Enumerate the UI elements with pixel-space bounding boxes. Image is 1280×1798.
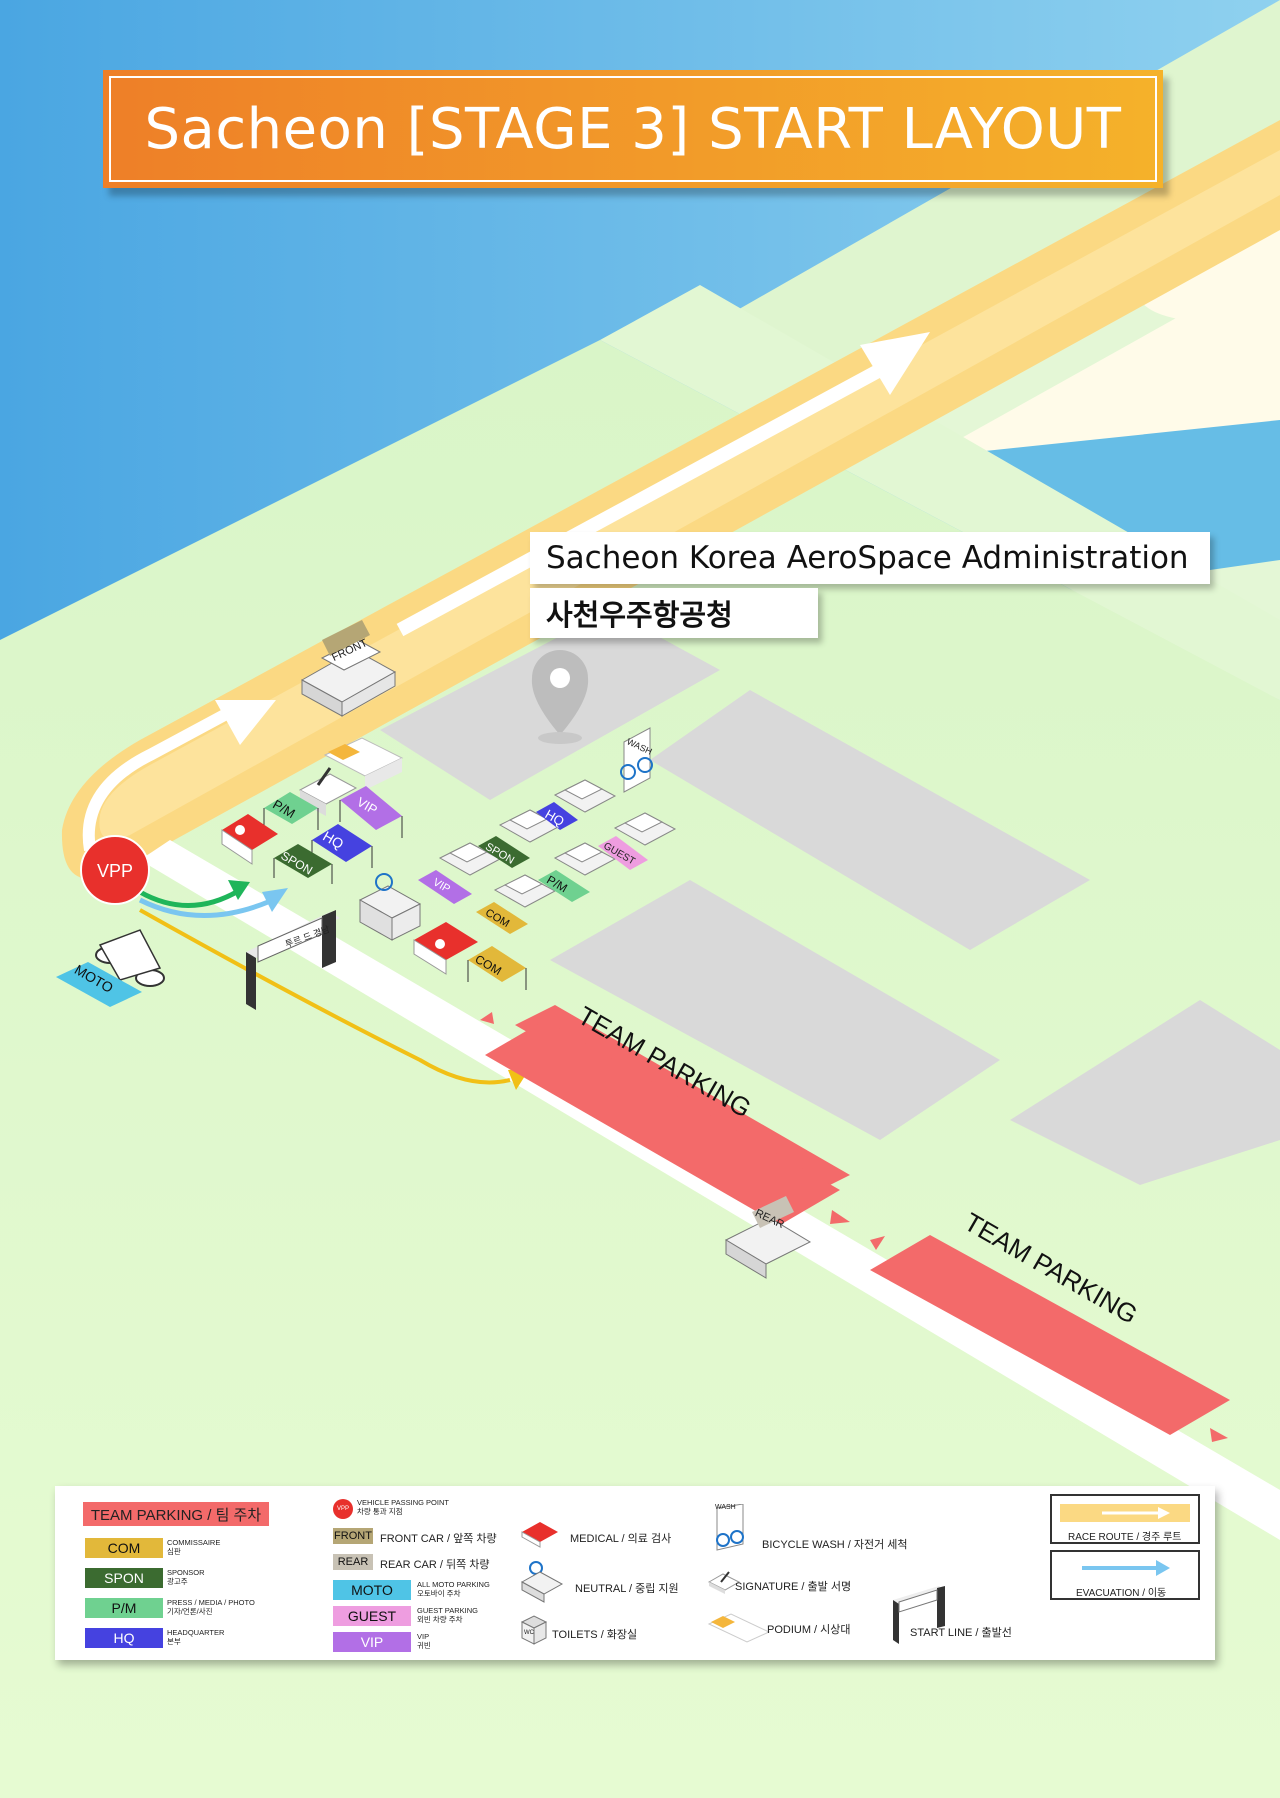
- legend-wc-label: WC: [524, 1630, 534, 1636]
- rear-car-icon: [724, 1196, 812, 1279]
- legend-podium-desc: PODIUM / 시상대: [767, 1624, 851, 1636]
- tag-hq: [536, 802, 578, 830]
- legend-race-route-desc: RACE ROUTE / 경주 루트: [1068, 1532, 1182, 1543]
- tag-pm: [538, 870, 590, 902]
- route-arrow-upper-head: [860, 332, 930, 395]
- venue-name-en: Sacheon Korea AeroSpace Administration: [530, 532, 1210, 584]
- location-pin-icon: [531, 650, 589, 744]
- legend-rear-chip: REAR: [333, 1554, 373, 1570]
- legend-start-line-icon: [893, 1586, 945, 1644]
- start-line-gate-icon: [246, 910, 340, 1010]
- team-parking-arrow-2a: [870, 1236, 885, 1250]
- legend-toilet-icon: [520, 1615, 548, 1645]
- page-title: Sacheon [STAGE 3] START LAYOUT: [144, 96, 1122, 162]
- legend-evacuation-box: EVACUATION / 이동: [1050, 1550, 1200, 1600]
- legend-team-parking: TEAM PARKING / 팀 주차: [83, 1502, 269, 1526]
- legend-bicycle-wash-icon: [716, 1504, 744, 1551]
- podium-icon: [323, 737, 404, 790]
- legend-vip-chip: VIP: [333, 1632, 411, 1652]
- vpp-marker: [80, 835, 150, 905]
- parked-car-4: [438, 842, 502, 876]
- venue-name-ko: 사천우주항공청: [530, 588, 818, 638]
- race-route-road-inner: [99, 150, 1280, 840]
- legend-guest-chip: GUEST: [333, 1606, 411, 1626]
- title-banner: Sacheon [STAGE 3] START LAYOUT: [103, 70, 1163, 188]
- route-arrow-upper-line: [396, 363, 884, 637]
- legend-signature-icon: [707, 1571, 741, 1594]
- team-parking-arrow-2b: [1210, 1428, 1228, 1442]
- route-arrow-lower-head: [215, 700, 276, 745]
- bicycle-wash-icon: [620, 727, 653, 793]
- front-car-icon: [300, 620, 397, 717]
- legend-neutral-icon: [520, 1561, 564, 1603]
- legend-evacuation-arrow: [1082, 1560, 1170, 1576]
- block-center: [550, 880, 1000, 1140]
- legend-pm-chip: P/M: [85, 1598, 163, 1618]
- team-parking-band-2: [870, 1235, 1230, 1435]
- evacuation-arrow-blue: [138, 897, 269, 918]
- team-parking-band-1-body: [485, 1020, 840, 1225]
- legend-start-line-desc: START LINE / 출발선: [910, 1627, 1012, 1639]
- legend-front-desc: FRONT CAR / 앞쪽 차량: [380, 1533, 497, 1545]
- legend-front-chip: FRONT: [333, 1528, 373, 1544]
- signature-desk-icon: [298, 767, 358, 816]
- block-right: [1010, 1000, 1280, 1185]
- medical-tent-icon: [413, 922, 478, 975]
- tag-spon: [478, 836, 530, 868]
- tent-medical: [221, 814, 278, 865]
- parked-car-1: [553, 779, 617, 813]
- legend-neutral-desc: NEUTRAL / 중립 지원: [575, 1583, 679, 1595]
- legend-signature-desc: SIGNATURE / 출발 서명: [735, 1581, 852, 1593]
- side-road: [140, 840, 1280, 1540]
- legend-moto-chip: MOTO: [333, 1580, 411, 1600]
- legend-rear-desc: REAR CAR / 뒤쪽 차량: [380, 1559, 490, 1571]
- legend-medical-icon: [521, 1522, 558, 1548]
- vpp-marker-label: VPP: [97, 861, 133, 881]
- legend-evacuation-desc: EVACUATION / 이동: [1076, 1588, 1167, 1599]
- route-arrow-lower-line: [82, 706, 233, 851]
- race-route-yellow-line: [139, 908, 511, 1085]
- parked-car-5: [553, 842, 617, 876]
- legend-com-chip: COM: [85, 1538, 163, 1558]
- legend-medical-desc: MEDICAL / 의료 검사: [570, 1533, 672, 1545]
- legend-spon-chip: SPON: [85, 1568, 163, 1588]
- moto-scooter-icon: [95, 929, 165, 987]
- legend-race-route-arrow: [1102, 1507, 1170, 1519]
- land-edge-upper: [600, 285, 1280, 700]
- tent-vip: [339, 786, 403, 838]
- neutral-van-icon: [358, 873, 422, 941]
- legend-toilets-desc: TOILETS / 화장실: [552, 1629, 638, 1641]
- legend-vpp-dot: VPP: [333, 1499, 353, 1519]
- block-wash-row: [650, 690, 1090, 950]
- tent-spon: [273, 844, 333, 884]
- evacuation-arrow-green-head: [228, 880, 250, 900]
- tent-com-small: [467, 946, 527, 990]
- tag-guest: [598, 836, 648, 870]
- legend-hq-chip: HQ: [85, 1628, 163, 1648]
- legend-race-route-box: RACE ROUTE / 경주 루트: [1050, 1494, 1200, 1544]
- tag-com: [476, 902, 528, 934]
- evacuation-arrow-blue-head: [262, 888, 288, 912]
- title-frame: Sacheon [STAGE 3] START LAYOUT: [109, 76, 1157, 182]
- legend-podium-icon: [707, 1613, 771, 1643]
- moto-tag: [56, 962, 142, 1007]
- evacuation-arrow-green: [138, 887, 242, 908]
- legend-bicycle-wash-desc: BICYCLE WASH / 자전거 세척: [762, 1539, 908, 1551]
- parked-car-3: [613, 812, 677, 846]
- team-parking-arrow-1a: [480, 1012, 494, 1024]
- team-parking-arrow-1b: [830, 1210, 850, 1224]
- legend-wash-label: WASH: [715, 1504, 736, 1511]
- tag-vip: [418, 870, 472, 904]
